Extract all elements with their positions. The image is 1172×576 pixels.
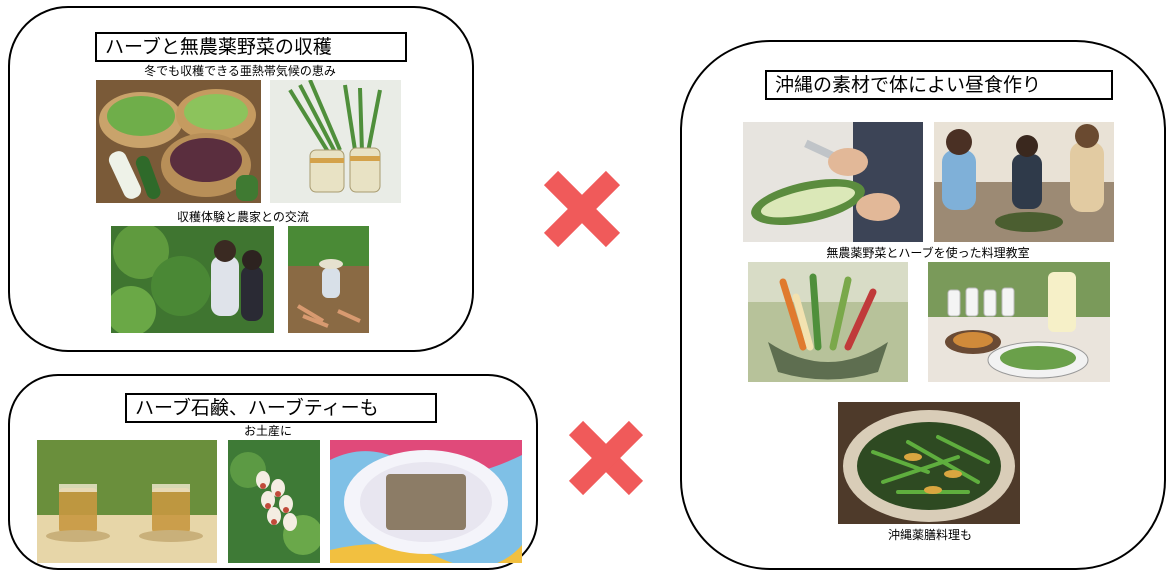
souvenir-caption: お土産に	[243, 424, 292, 438]
lunch-caption-mid: 無農薬野菜とハーブを使った料理教室	[826, 246, 1030, 260]
harvest-experience-photo	[111, 226, 274, 333]
souvenir-title: ハーブ石鹸、ハーブティーも	[125, 393, 437, 423]
herb-soap-photo	[330, 440, 522, 563]
green-onion-photo	[270, 80, 401, 203]
cooking-class-photo	[934, 122, 1114, 242]
ginger-flower-photo	[228, 440, 320, 563]
vegetable-sticks-photo	[748, 262, 908, 382]
cutting-vegetable-photo	[743, 122, 923, 242]
herb-tea-photo	[37, 440, 217, 563]
lunch-title: 沖縄の素材で体によい昼食作り	[765, 70, 1113, 100]
harvest-caption-top: 冬でも収穫できる亜熱帯気候の恵み	[144, 64, 336, 78]
lunch-caption-bottom: 沖縄薬膳料理も	[887, 528, 972, 542]
harvest-title: ハーブと無農薬野菜の収穫	[95, 32, 407, 62]
cross-icon	[543, 170, 621, 248]
vegetable-basket-photo	[96, 80, 261, 203]
farmer-photo	[288, 226, 369, 333]
yakuzen-dish-photo	[838, 402, 1020, 524]
cross-icon	[568, 420, 644, 496]
herb-lunch-table-photo	[928, 262, 1110, 382]
harvest-caption-mid: 収穫体験と農家との交流	[177, 210, 309, 224]
